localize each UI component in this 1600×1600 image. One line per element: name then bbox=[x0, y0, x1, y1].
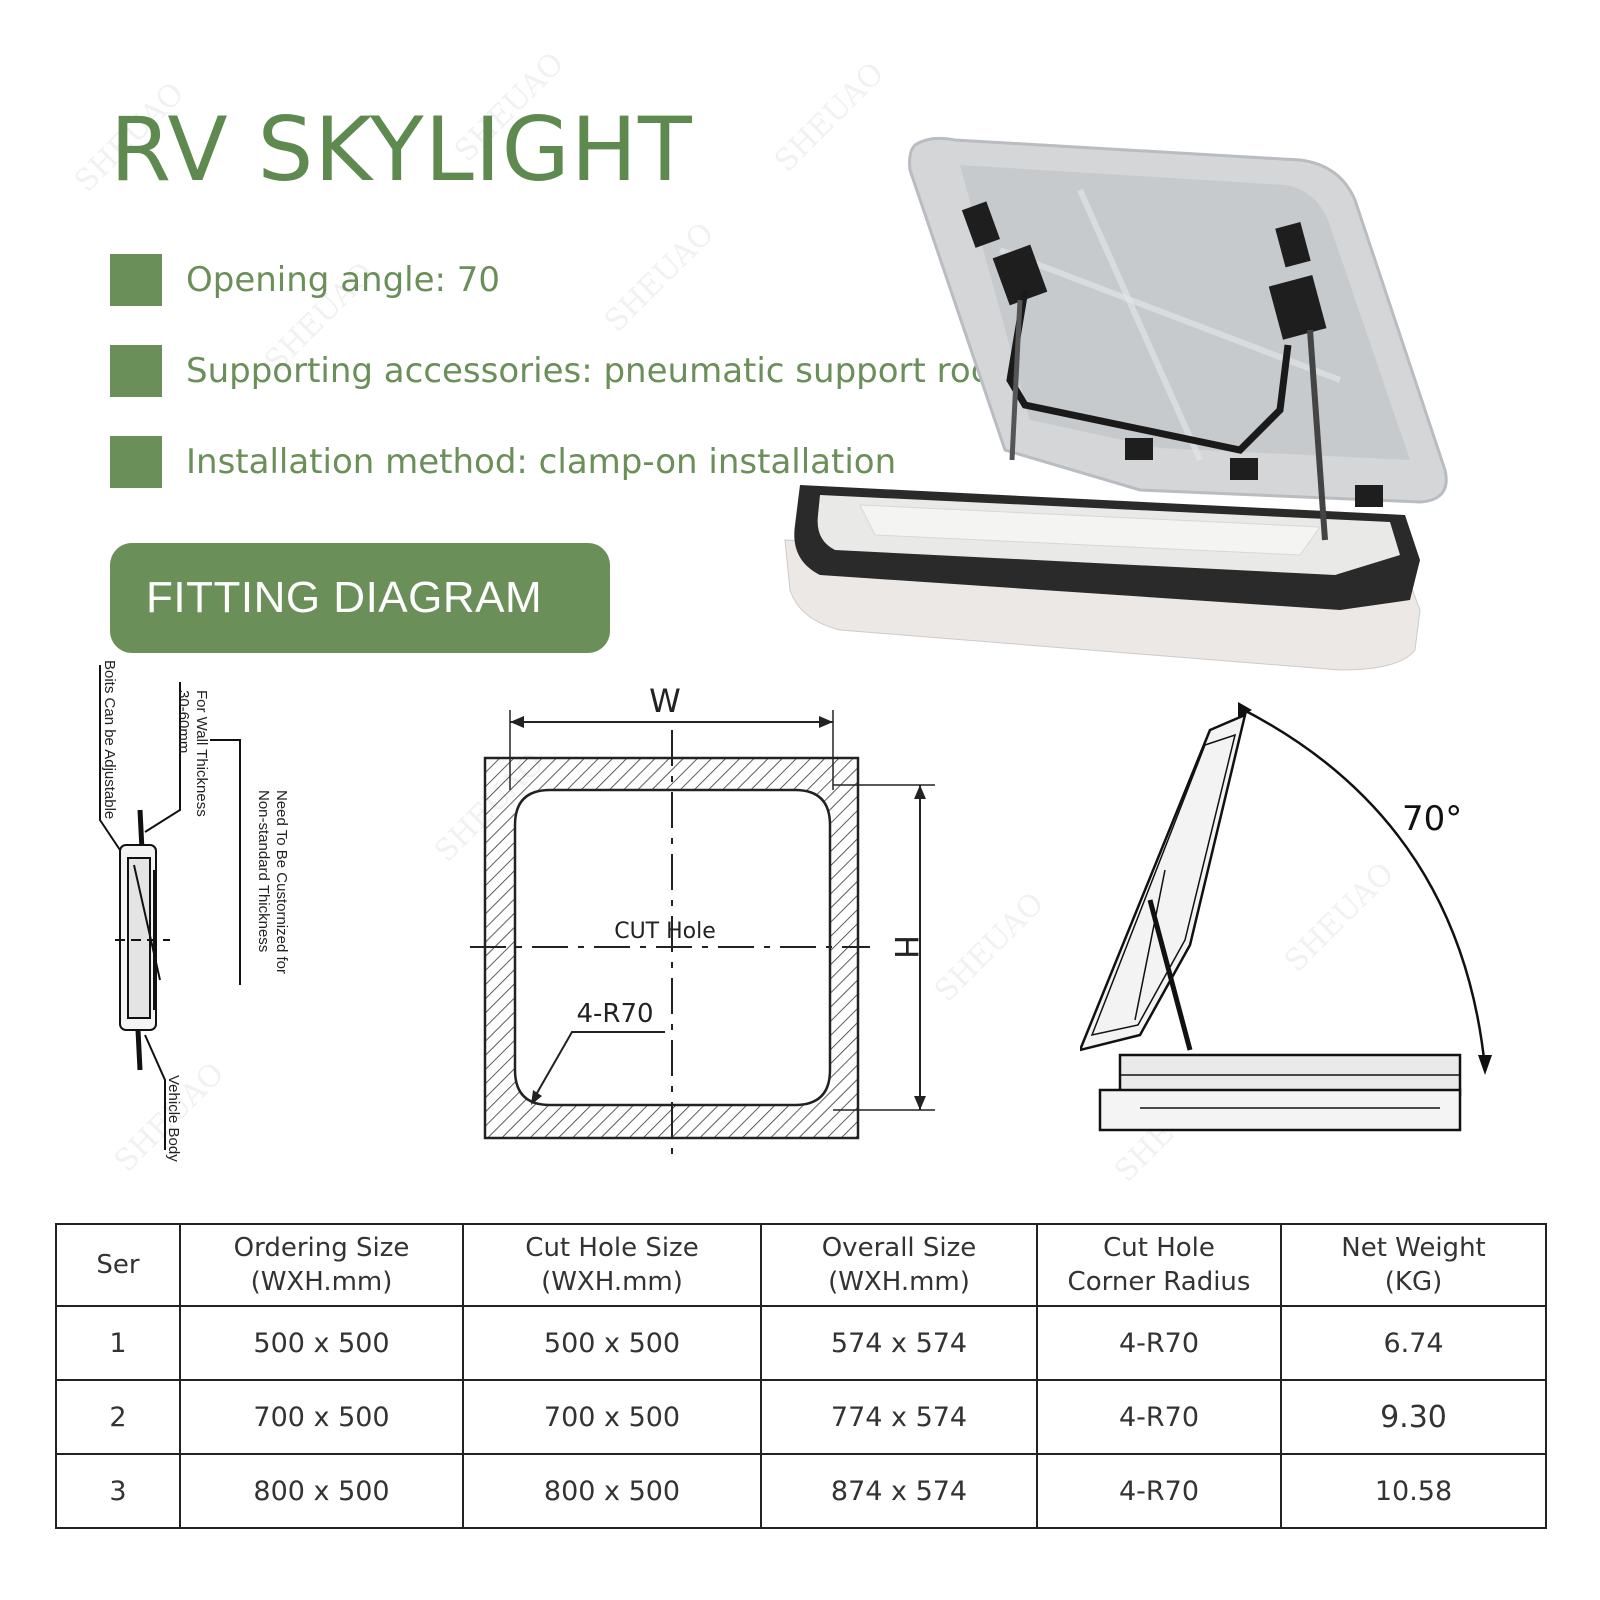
feature-bullet-square bbox=[110, 345, 162, 397]
table-cell: 800 x 500 bbox=[462, 1453, 762, 1529]
table-row: 2 700 x 500 700 x 500 774 x 574 4-R70 9.… bbox=[55, 1379, 1547, 1455]
table-cell: 574 x 574 bbox=[760, 1305, 1038, 1381]
table-cell: 800 x 500 bbox=[179, 1453, 464, 1529]
table-cell: 700 x 500 bbox=[179, 1379, 464, 1455]
feature-opening-angle: Opening angle: 70 bbox=[110, 254, 500, 306]
header-text: Ser bbox=[96, 1250, 140, 1280]
header-unit: (KG) bbox=[1384, 1267, 1443, 1297]
feature-installation: Installation method: clamp-on installati… bbox=[110, 436, 896, 488]
table-cell: 2 bbox=[55, 1379, 181, 1455]
page-title: RV SKYLIGHT bbox=[110, 98, 693, 201]
watermark: SHEUAO bbox=[598, 215, 722, 340]
header-ser: Ser bbox=[55, 1223, 181, 1307]
bolts-adjustable-label: Boits Can be Adjustable bbox=[101, 660, 118, 820]
feature-bullet-square bbox=[110, 436, 162, 488]
fitting-diagram-banner: FITTING DIAGRAM bbox=[110, 543, 610, 653]
header-net-weight: Net Weight (KG) bbox=[1280, 1223, 1547, 1307]
table-cell: 4-R70 bbox=[1036, 1305, 1282, 1381]
header-text: Cut Hole Size bbox=[525, 1233, 699, 1263]
header-unit: (WXH.mm) bbox=[541, 1267, 683, 1297]
table-cell: 3 bbox=[55, 1453, 181, 1529]
height-label: H bbox=[887, 935, 925, 959]
header-text: Net Weight bbox=[1341, 1233, 1486, 1263]
header-text: Ordering Size bbox=[233, 1233, 410, 1263]
side-section-diagram bbox=[99, 665, 241, 1150]
customize-line-2: Non-standard Thickness bbox=[255, 790, 272, 953]
table-cell: 4-R70 bbox=[1036, 1379, 1282, 1455]
opening-angle-diagram: 70° bbox=[1080, 702, 1492, 1132]
wall-thickness-line-1: For Wall Thickness bbox=[193, 690, 210, 817]
wall-thickness-label: For Wall Thickness 30-60mm bbox=[174, 690, 210, 817]
table-cell: 9.30 bbox=[1280, 1379, 1547, 1455]
skylight-product-image bbox=[784, 136, 1448, 671]
feature-text: Supporting accessories: pneumatic suppor… bbox=[186, 351, 993, 391]
wall-thickness-line-2: 30-60mm bbox=[175, 690, 192, 754]
table-cell: 1 bbox=[55, 1305, 181, 1381]
cut-hole-diagram: W CUT Hole 4-R70 H bbox=[470, 682, 935, 1160]
header-unit: (WXH.mm) bbox=[828, 1267, 970, 1297]
spec-table: Ser Ordering Size (WXH.mm) Cut Hole Size (… bbox=[55, 1223, 1547, 1529]
table-cell: 874 x 574 bbox=[760, 1453, 1038, 1529]
header-text: Cut Hole bbox=[1103, 1233, 1215, 1263]
table-row: 1 500 x 500 500 x 500 574 x 574 4-R70 6.… bbox=[55, 1305, 1547, 1381]
table-cell: 500 x 500 bbox=[462, 1305, 762, 1381]
header-text: Overall Size bbox=[821, 1233, 977, 1263]
header-cut-hole-size: Cut Hole Size (WXH.mm) bbox=[462, 1223, 762, 1307]
header-ordering-size: Ordering Size (WXH.mm) bbox=[179, 1223, 464, 1307]
customize-thickness-label: Need To Be Custornized for Non-standard … bbox=[254, 790, 290, 974]
table-cell: 4-R70 bbox=[1036, 1453, 1282, 1529]
center-label: CUT Hole bbox=[614, 919, 716, 944]
table-cell: 6.74 bbox=[1280, 1305, 1547, 1381]
table-cell: 10.58 bbox=[1280, 1453, 1547, 1529]
table-row: 3 800 x 500 800 x 500 874 x 574 4-R70 10… bbox=[55, 1453, 1547, 1529]
feature-text: Opening angle: 70 bbox=[186, 260, 501, 300]
table-header-row: Ser Ordering Size (WXH.mm) Cut Hole Size (… bbox=[55, 1223, 1547, 1307]
feature-bullet-square bbox=[110, 254, 162, 306]
header-unit: Corner Radius bbox=[1067, 1267, 1251, 1297]
header-overall-size: Overall Size (WXH.mm) bbox=[760, 1223, 1038, 1307]
feature-accessories: Supporting accessories: pneumatic suppor… bbox=[110, 345, 992, 397]
width-label: W bbox=[649, 682, 681, 720]
angle-label: 70° bbox=[1402, 799, 1462, 839]
feature-text: Installation method: clamp-on installati… bbox=[186, 442, 897, 482]
table-cell: 774 x 574 bbox=[760, 1379, 1038, 1455]
table-cell: 700 x 500 bbox=[462, 1379, 762, 1455]
table-cell: 500 x 500 bbox=[179, 1305, 464, 1381]
vehicle-body-label: Vehicle Body bbox=[165, 1075, 182, 1162]
header-unit: (WXH.mm) bbox=[250, 1267, 393, 1297]
radius-label: 4-R70 bbox=[576, 999, 653, 1029]
customize-line-1: Need To Be Custornized for bbox=[273, 790, 290, 974]
